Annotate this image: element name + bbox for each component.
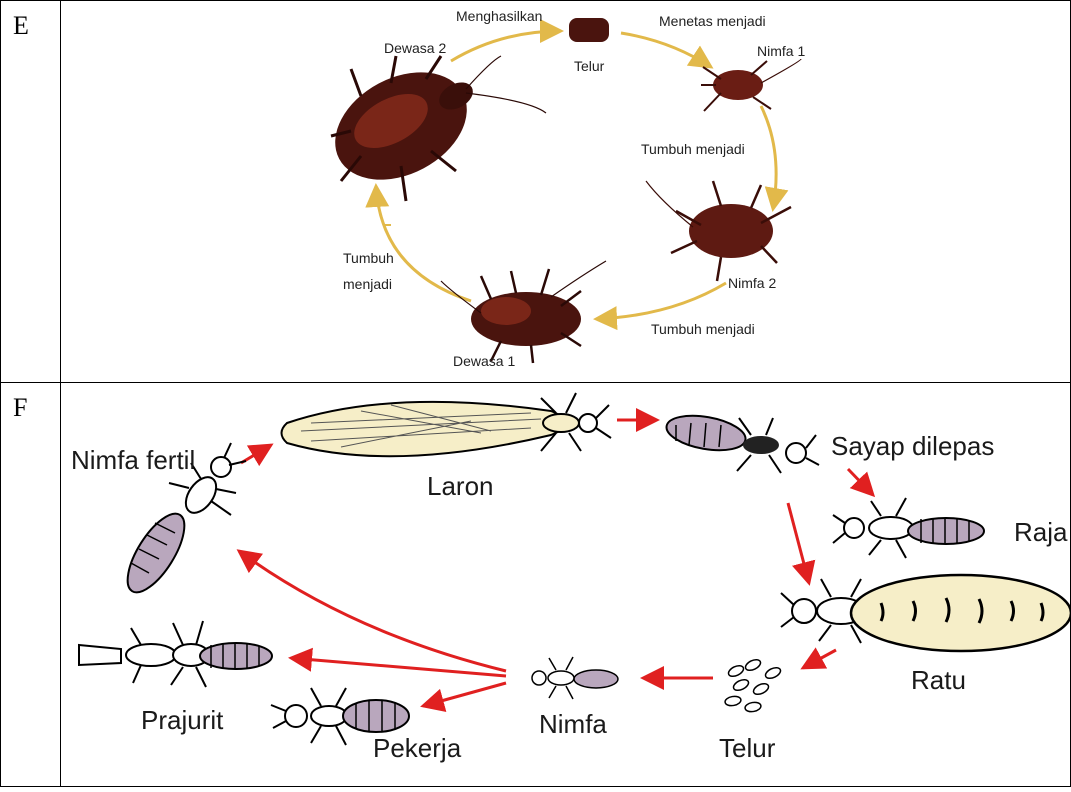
arrow-shed-to-queen xyxy=(788,503,809,583)
label-produce: Menghasilkan xyxy=(456,8,542,24)
adult-2-illustration xyxy=(317,51,546,201)
label-wings-shed: Sayap dilepas xyxy=(831,431,994,461)
row-f: F xyxy=(1,383,1071,787)
queen-illustration xyxy=(781,575,1070,651)
termite-figure-cell: Nimfa fertil Laron Sayap dilepas Raja Ra… xyxy=(61,383,1071,787)
arrow-grow-2 xyxy=(596,283,726,319)
label-worker: Pekerja xyxy=(373,733,462,763)
label-laron: Laron xyxy=(427,471,494,501)
arrow-hatch xyxy=(621,33,711,67)
wings-shed-termite-illustration xyxy=(664,410,819,473)
label-egg: Telur xyxy=(574,58,605,74)
row-e: E xyxy=(1,1,1071,383)
label-grow-3-line-1: Tumbuh xyxy=(343,250,394,266)
ootheca-illustration xyxy=(569,18,609,42)
label-grow-2: Tumbuh menjadi xyxy=(651,321,755,337)
label-grow-1: Tumbuh menjadi xyxy=(641,141,745,157)
label-egg: Telur xyxy=(719,733,776,763)
king-illustration xyxy=(833,498,984,558)
termite-life-cycle-diagram: Nimfa fertil Laron Sayap dilepas Raja Ra… xyxy=(61,383,1070,785)
row-label-f: F xyxy=(1,383,60,423)
adult-1-illustration xyxy=(441,261,606,363)
arrow-shed-to-king xyxy=(848,469,873,495)
nymph-1-illustration xyxy=(701,59,801,111)
label-hatch: Menetas menjadi xyxy=(659,13,766,29)
arrow-produce xyxy=(451,31,561,61)
row-label-cell: E xyxy=(1,1,61,383)
laron-illustration xyxy=(282,393,612,456)
label-grow-3-line-2: menjadi xyxy=(343,276,392,292)
label-nymph-2: Nimfa 2 xyxy=(728,275,776,291)
row-label-cell: F xyxy=(1,383,61,787)
row-label-e: E xyxy=(1,1,60,41)
arrow-nymph-to-worker xyxy=(423,683,506,706)
arrow-grow-1 xyxy=(761,106,776,209)
label-queen: Ratu xyxy=(911,665,966,695)
arrow-queen-to-egg xyxy=(803,650,836,668)
eggs-illustration xyxy=(724,658,782,713)
soldier-illustration xyxy=(79,621,272,687)
label-adult-1: Dewasa 1 xyxy=(453,353,515,369)
cockroach-life-cycle-diagram: Menghasilkan Telur Menetas menjadi Nimfa… xyxy=(61,1,1070,381)
nymph-illustration xyxy=(532,657,618,699)
label-king: Raja xyxy=(1014,517,1068,547)
nymph-2-illustration xyxy=(646,181,791,281)
label-fertile-nymph: Nimfa fertil xyxy=(71,445,195,475)
label-nymph-1: Nimfa 1 xyxy=(757,43,805,59)
label-soldier: Prajurit xyxy=(141,705,224,735)
label-adult-2: Dewasa 2 xyxy=(384,40,446,56)
arrow-nymph-to-fertile xyxy=(239,551,506,671)
label-nymph: Nimfa xyxy=(539,709,607,739)
cockroach-figure-cell: Menghasilkan Telur Menetas menjadi Nimfa… xyxy=(61,1,1071,383)
arrow-nymph-to-soldier xyxy=(291,658,506,676)
